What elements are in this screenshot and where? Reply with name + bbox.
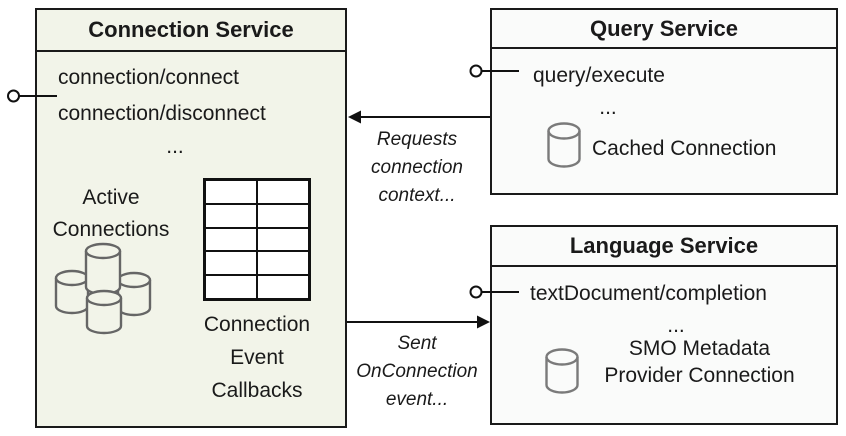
cached-connection-label: Cached Connection <box>592 137 777 160</box>
arrow-query-to-connection <box>348 110 490 124</box>
table-cell <box>257 275 309 299</box>
table-cell <box>257 251 309 276</box>
arrow-label-line: context... <box>378 185 456 206</box>
table-cell <box>257 203 309 228</box>
table-cell <box>205 275 257 299</box>
table-cell <box>205 180 257 204</box>
active-connections-line: Connections <box>52 218 170 241</box>
arrow-label-line: connection <box>371 157 463 178</box>
table-cell <box>205 203 257 228</box>
query-service-title: Query Service <box>492 10 836 49</box>
language-service-methods: textDocument/completion ... <box>530 276 822 340</box>
method-connection-disconnect: connection/disconnect <box>58 102 266 125</box>
language-service-box: Language Service <box>490 225 838 425</box>
connection-service-title: Connection Service <box>37 10 345 52</box>
arrow-label-line: Sent <box>397 333 437 354</box>
callbacks-line: Event <box>230 346 284 369</box>
table-cell <box>205 227 257 252</box>
table-cell <box>205 251 257 276</box>
arrow-label-line: OnConnection <box>356 361 478 382</box>
requests-connection-context-label: Requests connection context... <box>347 126 487 210</box>
query-service-box: Query Service <box>490 8 838 195</box>
methods-ellipsis: ... <box>599 96 617 119</box>
callbacks-line: Callbacks <box>211 379 303 402</box>
method-connection-connect: connection/connect <box>58 66 239 89</box>
query-service-methods: query/execute ... <box>533 58 683 122</box>
method-query-execute: query/execute <box>533 64 665 87</box>
callbacks-line: Connection <box>203 313 311 336</box>
database-cylinder-cluster-icon <box>54 242 152 335</box>
smo-label-line: SMO Metadata <box>628 337 771 360</box>
table-cell <box>257 227 309 252</box>
methods-ellipsis: ... <box>667 314 685 337</box>
arrow-connection-to-language <box>347 315 490 329</box>
database-cylinder-icon <box>547 122 581 168</box>
language-service-title: Language Service <box>492 227 836 267</box>
arrow-label-line: event... <box>385 389 449 410</box>
smo-label-line: Provider Connection <box>604 364 795 387</box>
database-cylinder-icon <box>545 348 579 394</box>
connection-service-methods: connection/connect connection/disconnect… <box>58 60 292 162</box>
arrow-label-line: Requests <box>376 129 458 150</box>
active-connections-label: Active Connections <box>35 182 187 246</box>
table-cell <box>257 180 309 204</box>
smo-metadata-connection-label: SMO Metadata Provider Connection <box>587 335 812 389</box>
method-textdocument-completion: textDocument/completion <box>530 282 767 305</box>
active-connections-line: Active <box>82 186 140 209</box>
table-grid-icon <box>203 178 311 301</box>
sent-onconnection-event-label: Sent OnConnection event... <box>347 330 487 414</box>
connection-event-callbacks-label: Connection Event Callbacks <box>187 308 327 407</box>
methods-ellipsis: ... <box>166 135 184 158</box>
